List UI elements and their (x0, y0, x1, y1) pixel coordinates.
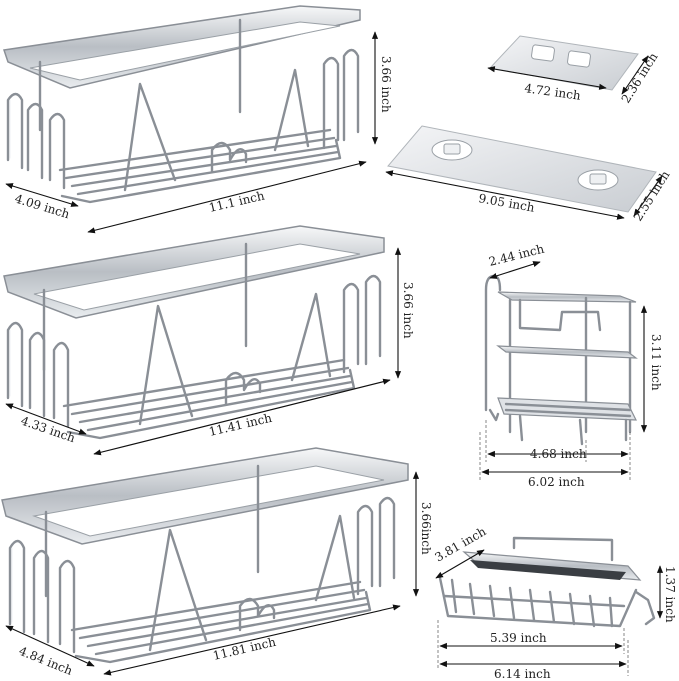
toothbrush-holder-wire (484, 274, 638, 446)
toothbrush-holder-inner-width: 4.68 inch (530, 447, 587, 461)
basket-large-height: 3.66inch (419, 502, 433, 555)
basket-small-length: 11.1 inch (208, 189, 267, 215)
basket-large: 3.66inch 4.84 inch 11.81 inch (1, 447, 433, 678)
toothbrush-holder: 2.44 inch 3.11 inch 4.68 inch 6.02 inch (479, 242, 663, 489)
adhesive-small-plate (489, 35, 639, 91)
basket-large-depth: 4.84 inch (17, 644, 75, 678)
soap-dish: 3.81 inch 1.37 inch 5.39 inch 6.14 inch (433, 524, 678, 681)
adhesive-large: 9.05 inch 2.55 inch (385, 125, 673, 224)
adhesive-large-length: 9.05 inch (477, 191, 535, 215)
basket-small-wire (3, 5, 361, 204)
toothbrush-holder-top-depth: 2.44 inch (487, 242, 546, 269)
toothbrush-holder-outer-width: 6.02 inch (528, 475, 585, 489)
basket-medium-wire (3, 225, 385, 440)
adhesive-small-length: 4.72 inch (524, 81, 582, 103)
adhesive-small: 4.72 inch 2.36 inch (487, 35, 661, 106)
basket-medium: 3.66 inch 4.33 inch 11.41 inch (3, 225, 415, 456)
adhesive-small-hook-right (567, 50, 591, 68)
basket-small-height: 3.66 inch (379, 56, 393, 113)
soap-dish-wire (438, 536, 656, 628)
basket-medium-height: 3.66 inch (401, 282, 415, 339)
toothbrush-holder-height: 3.11 inch (649, 334, 663, 391)
basket-small: 3.66 inch 4.09 inch 11.1 inch (3, 5, 393, 234)
basket-large-wire (1, 447, 409, 664)
soap-dish-outer-width: 6.14 inch (494, 667, 551, 681)
toothbrush-holder-dimensions: 2.44 inch 3.11 inch 4.68 inch 6.02 inch (479, 242, 663, 489)
adhesive-small-hook-left (531, 44, 555, 62)
soap-dish-height: 1.37 inch (663, 566, 677, 623)
soap-dish-inner-width: 5.39 inch (490, 631, 547, 645)
